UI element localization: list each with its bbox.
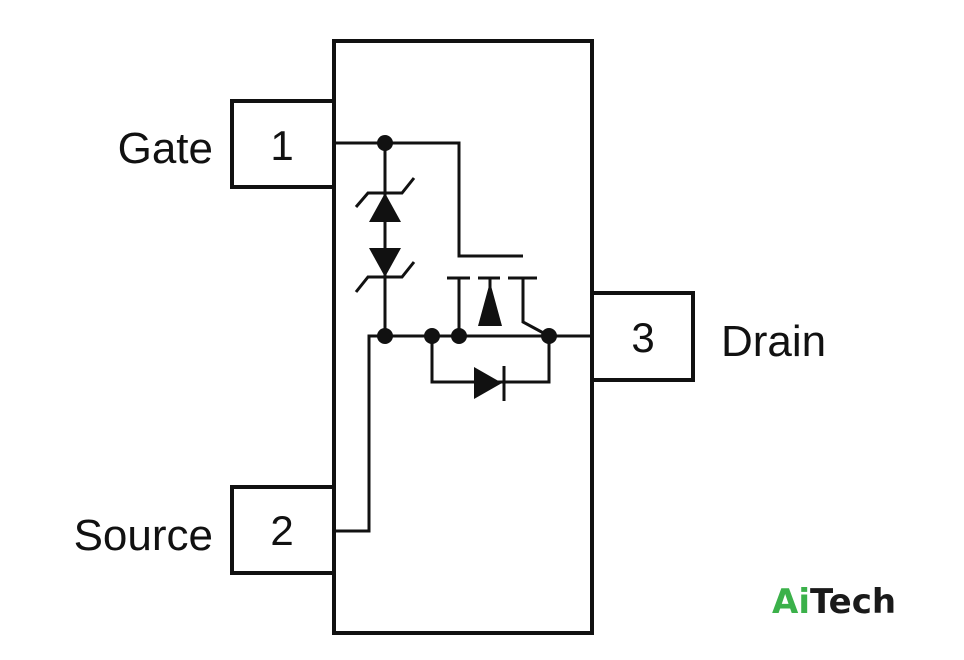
pin-3-number: 3	[631, 314, 654, 361]
junction-dots	[377, 135, 557, 344]
pin-1-number: 1	[270, 122, 293, 169]
pin-3-box	[592, 291, 695, 382]
pin-2-box	[230, 485, 334, 575]
gate-label: Gate	[118, 124, 213, 173]
n-channel-mosfet-icon	[447, 276, 550, 338]
watermark-part1: Ai	[772, 582, 810, 622]
back-to-back-zener-icon	[354, 177, 416, 293]
source-label: Source	[74, 511, 213, 560]
drain-label: Drain	[721, 317, 826, 366]
pin-2-number: 2	[270, 507, 293, 554]
pin-1-box	[230, 99, 334, 189]
watermark-part2: Tech	[810, 582, 896, 622]
body-diode-icon	[474, 366, 506, 401]
aitech-watermark: AiTech	[772, 582, 896, 622]
